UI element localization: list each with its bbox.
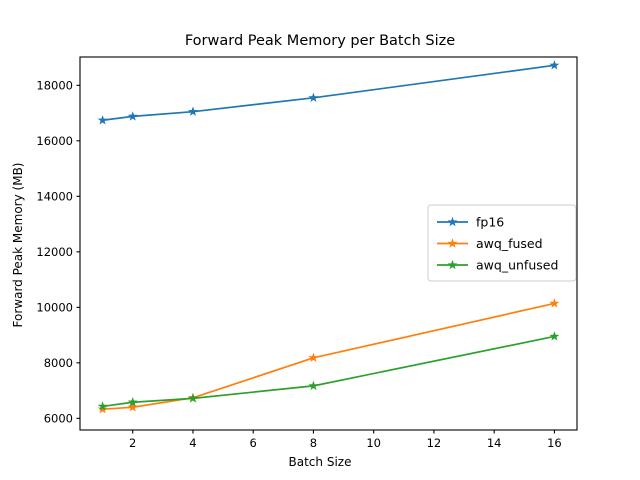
x-tick-label: 16 — [547, 436, 562, 450]
x-tick-label: 2 — [129, 436, 136, 450]
data-point-marker — [549, 60, 560, 70]
data-series-group — [97, 60, 560, 414]
y-tick-label: 8000 — [44, 356, 73, 370]
data-point-marker — [127, 111, 138, 121]
legend-background — [427, 204, 577, 282]
legend-marker-icon — [447, 216, 458, 227]
y-axis-ticks: 6000 8000 10000 12000 14000 16000 18000 — [36, 78, 80, 425]
legend-label: awq_unfused — [476, 258, 558, 273]
data-point-marker — [549, 331, 560, 341]
legend-marker-icon — [447, 259, 458, 270]
legend-label: awq_fused — [476, 236, 543, 251]
series-awq_unfused — [97, 331, 560, 411]
axes-frame — [79, 56, 578, 431]
data-point-marker — [97, 401, 108, 411]
y-tick-label: 18000 — [36, 78, 73, 92]
series-fp16 — [97, 60, 560, 125]
x-axis-label: Batch Size — [289, 455, 352, 469]
y-tick-label: 6000 — [44, 411, 73, 425]
legend-item-awq_fused[interactable]: awq_fused — [437, 236, 543, 251]
data-point-marker — [97, 403, 108, 414]
y-tick-label: 16000 — [36, 134, 73, 148]
data-point-marker — [308, 92, 319, 102]
x-tick-label: 10 — [366, 436, 381, 450]
x-axis-ticks: 2 4 6 8 10 12 14 16 — [129, 430, 562, 450]
legend-item-fp16[interactable]: fp16 — [437, 215, 504, 230]
chart-legend[interactable]: fp16 awq_fused awq_unfused — [427, 204, 577, 282]
legend-marker-icon — [447, 238, 458, 248]
data-point-marker — [308, 352, 319, 363]
y-tick-label: 12000 — [36, 245, 73, 259]
x-tick-label: 6 — [250, 436, 257, 450]
data-point-marker — [188, 106, 198, 116]
chart-title: Forward Peak Memory per Batch Size — [185, 33, 455, 49]
data-point-marker — [127, 397, 138, 407]
x-tick-label: 4 — [189, 436, 196, 450]
y-tick-label: 10000 — [36, 300, 73, 314]
data-point-marker — [188, 393, 198, 403]
x-tick-label: 14 — [487, 436, 502, 450]
data-point-marker — [549, 298, 560, 308]
data-point-marker — [308, 380, 319, 391]
legend-label: fp16 — [476, 215, 504, 230]
x-tick-label: 12 — [427, 436, 442, 450]
y-tick-label: 14000 — [36, 189, 73, 203]
x-tick-label: 8 — [310, 436, 317, 450]
legend-item-awq_unfused[interactable]: awq_unfused — [437, 258, 558, 273]
data-point-marker — [127, 402, 138, 412]
y-axis-label: Forward Peak Memory (MB) — [11, 163, 25, 328]
data-point-marker — [97, 115, 108, 125]
